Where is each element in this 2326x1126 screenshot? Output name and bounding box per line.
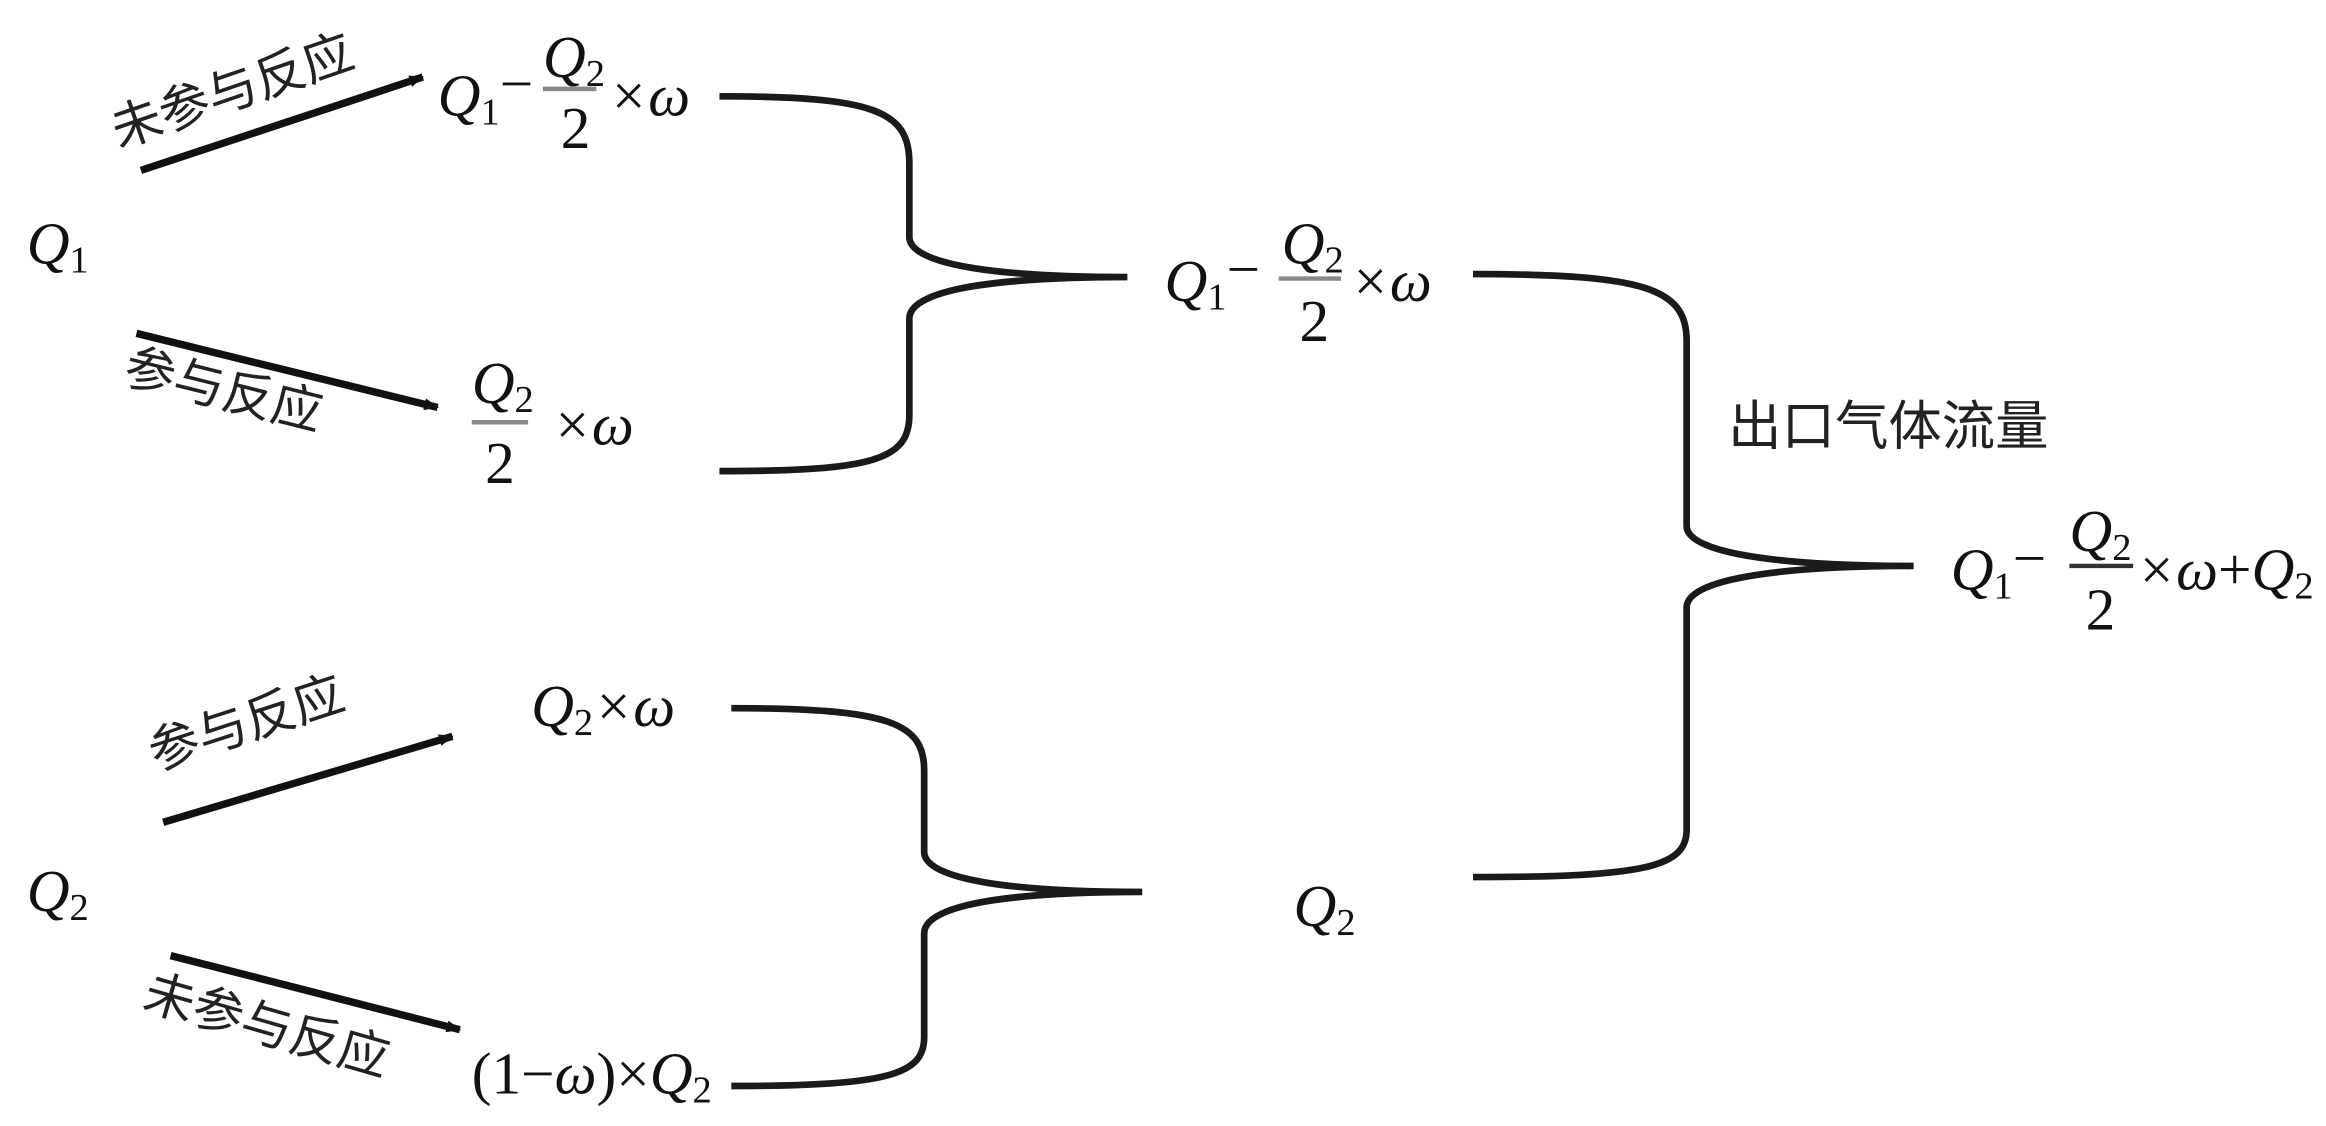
arrow-q2-reacted (162, 732, 454, 826)
expr-q2-total: Q2 (1294, 873, 1356, 944)
expr-q2-unreacted: (1−ω)×Q2 (472, 1040, 712, 1111)
arrow-q1-reacted (135, 329, 440, 412)
input-q1: Q1 (27, 211, 89, 282)
input-q2: Q2 (27, 858, 89, 929)
svg-text:×ω: ×ω (1350, 248, 1432, 314)
svg-text:Q1−: Q1− (1951, 525, 2047, 608)
svg-text:Q1−: Q1− (438, 51, 534, 134)
svg-text:Q2: Q2 (543, 24, 605, 95)
expr-outlet-total: Q1− Q2 2 ×ω+Q2 (1951, 498, 2314, 642)
svg-text:×ω: ×ω (608, 63, 690, 129)
expr-q2-reacted: Q2×ω (531, 673, 675, 744)
arrow-q1-unreacted (139, 73, 425, 174)
svg-text:2: 2 (561, 95, 591, 161)
brace-q2 (731, 704, 1143, 1090)
outlet-label: 出口气体流量 (1728, 395, 2048, 458)
expr-q1-total: Q1− Q2 2 ×ω (1164, 211, 1431, 354)
label-q2-reacted: 参与反应 (141, 663, 351, 781)
svg-text:Q2: Q2 (2069, 498, 2131, 569)
svg-text:Q2: Q2 (1282, 211, 1344, 282)
svg-text:2: 2 (1299, 288, 1329, 354)
expr-q1-unreacted: Q1− Q2 2 ×ω (438, 24, 691, 161)
brace-outlet (1473, 270, 1914, 881)
svg-text:2: 2 (2086, 577, 2116, 643)
svg-text:Q2: Q2 (472, 350, 534, 421)
svg-text:×ω: ×ω (552, 392, 634, 458)
svg-text:2: 2 (485, 430, 515, 496)
svg-text:Q1−: Q1− (1164, 236, 1260, 319)
svg-text:×ω+Q2: ×ω+Q2 (2136, 537, 2313, 608)
brace-q1 (719, 92, 1128, 475)
expr-q1-reacted: Q2 2 ×ω (471, 350, 634, 496)
arrow-q2-unreacted (169, 952, 462, 1034)
